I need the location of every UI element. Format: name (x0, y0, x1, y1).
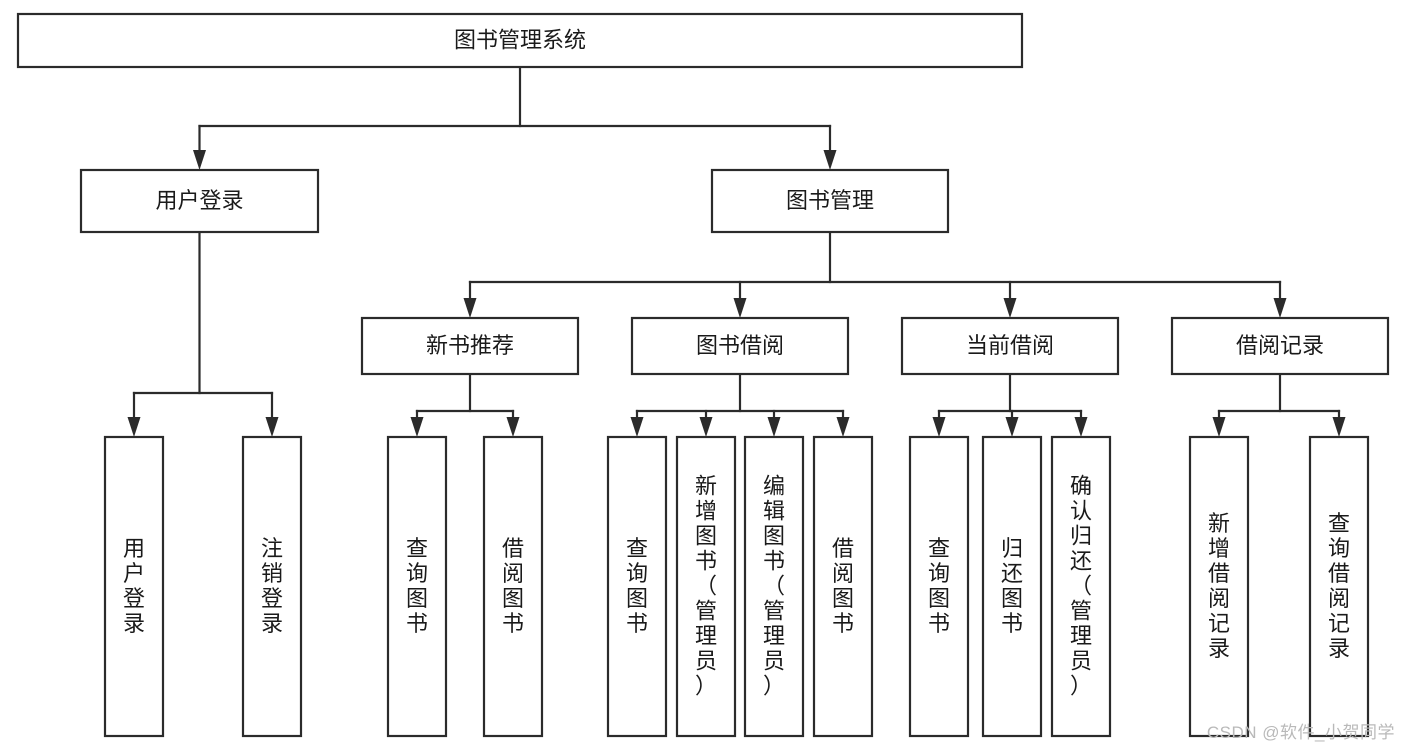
node-label: 图书借阅 (696, 333, 784, 358)
node-l-rec-borrow[interactable]: 借阅图书 (482, 435, 544, 738)
node-label: 用户登录 (123, 536, 145, 636)
node-label: 借阅图书 (832, 536, 854, 636)
node-label: 查询图书 (928, 536, 950, 636)
connector-layer (127, 65, 1346, 437)
arrow-head-icon (506, 417, 520, 437)
arrow-head-icon (410, 417, 424, 437)
node-n-new-book-rec[interactable]: 新书推荐 (360, 316, 580, 376)
node-label: 当前借阅 (966, 333, 1054, 358)
node-label: 借阅图书 (502, 536, 524, 636)
arrow-head-icon (1332, 417, 1346, 437)
node-n-borrow-record[interactable]: 借阅记录 (1170, 316, 1390, 376)
connector-group-n-borrow-record (1212, 372, 1346, 437)
node-label: 归还图书 (1001, 536, 1023, 636)
node-l-cb-confirm[interactable]: 确认归还（管理员） (1050, 435, 1112, 738)
connector-group-n-current-borrow (932, 372, 1088, 437)
node-l-bb-query[interactable]: 查询图书 (606, 435, 668, 738)
connector-group-n-book-mgmt (463, 230, 1287, 318)
node-l-rec-query[interactable]: 查询图书 (386, 435, 448, 738)
node-l-bb-add[interactable]: 新增图书（管理员） (675, 435, 737, 738)
node-label: 新书推荐 (426, 333, 514, 358)
arrow-head-icon (265, 417, 279, 437)
node-label: 查询借阅记录 (1328, 511, 1350, 661)
arrow-head-icon (823, 150, 837, 170)
node-l-cb-query[interactable]: 查询图书 (908, 435, 970, 738)
node-l-logout[interactable]: 注销登录 (241, 435, 303, 738)
node-l-bb-edit[interactable]: 编辑图书（管理员） (743, 435, 805, 738)
arrow-head-icon (767, 417, 781, 437)
connector-group-n-new-book-rec (410, 372, 520, 437)
node-n-book-borrow[interactable]: 图书借阅 (630, 316, 850, 376)
connector-group-n-book-borrow (630, 372, 850, 437)
arrow-head-icon (699, 417, 713, 437)
arrow-head-icon (127, 417, 141, 437)
node-label: 查询图书 (406, 536, 428, 636)
node-root[interactable]: 图书管理系统 (16, 12, 1024, 69)
node-n-current-borrow[interactable]: 当前借阅 (900, 316, 1120, 376)
node-label: 新增图书（管理员） (695, 474, 717, 699)
node-label: 编辑图书（管理员） (763, 474, 785, 699)
arrow-head-icon (1212, 417, 1226, 437)
node-l-user-login[interactable]: 用户登录 (103, 435, 165, 738)
node-label: 用户登录 (155, 188, 243, 213)
node-label: 新增借阅记录 (1208, 511, 1230, 661)
arrow-head-icon (1003, 298, 1017, 318)
node-l-cb-return[interactable]: 归还图书 (981, 435, 1043, 738)
node-label: 图书管理 (786, 188, 874, 213)
arrow-head-icon (463, 298, 477, 318)
connector-group-n-user-login (127, 230, 279, 437)
node-label: 图书管理系统 (454, 27, 586, 52)
node-label: 注销登录 (261, 536, 283, 636)
arrow-head-icon (1273, 298, 1287, 318)
node-label: 借阅记录 (1236, 333, 1324, 358)
node-label: 查询图书 (626, 536, 648, 636)
node-l-br-query[interactable]: 查询借阅记录 (1308, 435, 1370, 738)
arrow-head-icon (733, 298, 747, 318)
arrow-head-icon (836, 417, 850, 437)
arrow-head-icon (1005, 417, 1019, 437)
node-l-br-add[interactable]: 新增借阅记录 (1188, 435, 1250, 738)
arrow-head-icon (630, 417, 644, 437)
connector-group-root (193, 65, 837, 170)
arrow-head-icon (193, 150, 206, 170)
node-l-bb-borrow[interactable]: 借阅图书 (812, 435, 874, 738)
node-n-book-mgmt[interactable]: 图书管理 (710, 168, 950, 234)
arrow-head-icon (1074, 417, 1088, 437)
node-layer: 图书管理系统用户登录图书管理新书推荐图书借阅当前借阅借阅记录用户登录注销登录查询… (16, 12, 1390, 738)
node-n-user-login[interactable]: 用户登录 (79, 168, 320, 234)
node-label: 确认归还（管理员） (1070, 474, 1092, 699)
arrow-head-icon (932, 417, 946, 437)
